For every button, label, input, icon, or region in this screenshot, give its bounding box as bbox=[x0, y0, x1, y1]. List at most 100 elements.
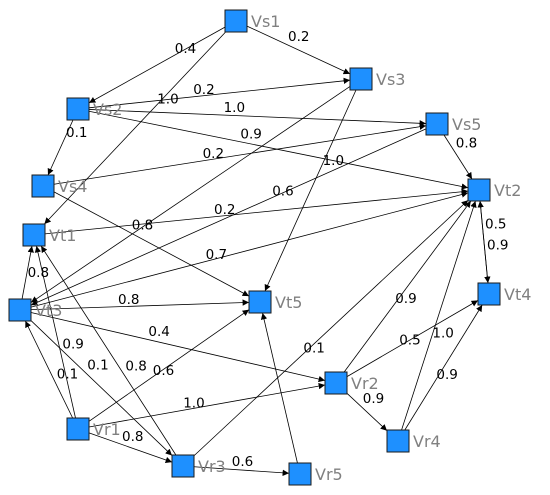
node-label: Vr5 bbox=[315, 465, 343, 484]
node-vr5[interactable]: Vr5 bbox=[288, 462, 343, 486]
edge-vs2-vs5 bbox=[88, 109, 427, 127]
edge-weight-label: 0.2 bbox=[203, 146, 224, 162]
node-label: Vr1 bbox=[93, 420, 121, 439]
edge-vr1-vr3 bbox=[88, 432, 173, 464]
node-box[interactable] bbox=[248, 290, 272, 314]
node-box[interactable] bbox=[66, 417, 90, 441]
edge-weight-label: 0.2 bbox=[214, 202, 235, 218]
edge-vr3-vt1 bbox=[40, 245, 177, 456]
edge-vt1-vt2 bbox=[44, 188, 469, 235]
node-label: Vr4 bbox=[413, 432, 441, 451]
edge-vr1-vt5 bbox=[88, 309, 250, 422]
node-label: Vs1 bbox=[251, 12, 280, 31]
edges-layer bbox=[21, 25, 491, 477]
edge-weight-label: 0.9 bbox=[62, 336, 83, 352]
edge-vr2-vt4 bbox=[346, 300, 479, 377]
node-vr3[interactable]: Vr3 bbox=[171, 454, 226, 478]
edge-weight-label: 0.7 bbox=[206, 247, 227, 263]
edge-vr2-vr4 bbox=[346, 392, 388, 432]
edge-vt3-vt5 bbox=[30, 299, 250, 311]
edge-weight-label: 1.0 bbox=[432, 326, 453, 342]
node-vt5[interactable]: Vt5 bbox=[248, 290, 302, 314]
edge-weight-label: 0.8 bbox=[118, 292, 139, 308]
edge-weight-label: 0.8 bbox=[456, 135, 477, 151]
node-box[interactable] bbox=[22, 223, 46, 247]
node-label: Vs4 bbox=[58, 177, 87, 196]
edge-weight-label: 0.8 bbox=[28, 265, 49, 281]
edge-vs5-vt2 bbox=[443, 134, 473, 180]
node-box[interactable] bbox=[8, 298, 32, 322]
edge-vr2-vt2 bbox=[343, 200, 472, 373]
node-label: Vt1 bbox=[49, 226, 76, 245]
node-box[interactable] bbox=[171, 454, 195, 478]
edge-weight-label: 0.6 bbox=[232, 454, 253, 470]
edge-vr1-vt3 bbox=[25, 320, 73, 419]
node-label: Vs5 bbox=[452, 115, 481, 134]
node-vt1[interactable]: Vt1 bbox=[22, 223, 76, 247]
node-box[interactable] bbox=[349, 67, 373, 91]
node-vr2[interactable]: Vr2 bbox=[324, 371, 379, 395]
edge-vr4-vt4 bbox=[404, 304, 483, 431]
edge-vr4-vt2 bbox=[401, 200, 477, 431]
edge-weight-label: 0.1 bbox=[57, 366, 78, 382]
edge-weight-label: 1.0 bbox=[224, 100, 245, 116]
edge-vt3-vr3 bbox=[30, 320, 173, 456]
node-vs4[interactable]: Vs4 bbox=[31, 174, 87, 198]
node-box[interactable] bbox=[324, 371, 348, 395]
node-vs5[interactable]: Vs5 bbox=[425, 112, 481, 136]
edge-weight-label: 0.9 bbox=[436, 367, 457, 383]
node-box[interactable] bbox=[66, 97, 90, 121]
edge-weight-label: 0.8 bbox=[125, 359, 146, 375]
edge-weight-label: 0.2 bbox=[193, 82, 214, 98]
edge-vt4-vt2 bbox=[477, 200, 489, 284]
node-vs2[interactable]: Vs2 bbox=[66, 97, 122, 121]
node-vt4[interactable]: Vt4 bbox=[477, 282, 531, 306]
node-label: Vt2 bbox=[494, 181, 521, 200]
edge-vs3-vt3 bbox=[30, 86, 351, 303]
edge-weight-label: 1.0 bbox=[323, 153, 344, 169]
edge-weight-label: 0.9 bbox=[487, 237, 508, 253]
node-label: Vr2 bbox=[351, 374, 379, 393]
edge-vs1-vs3 bbox=[246, 25, 351, 75]
node-vs1[interactable]: Vs1 bbox=[224, 9, 280, 33]
edge-vr5-vt5 bbox=[260, 312, 298, 464]
node-box[interactable] bbox=[467, 178, 491, 202]
edge-vt3-vt1 bbox=[21, 245, 34, 300]
node-box[interactable] bbox=[386, 429, 410, 453]
edge-weight-label: 1.0 bbox=[157, 92, 178, 108]
edge-weight-label: 0.2 bbox=[288, 29, 309, 45]
edge-weight-label: 0.9 bbox=[363, 391, 384, 407]
node-label: Vr3 bbox=[198, 457, 226, 476]
edge-weight-label: 0.5 bbox=[399, 332, 420, 348]
edge-vs2-vs4 bbox=[47, 119, 74, 176]
node-vr1[interactable]: Vr1 bbox=[66, 417, 121, 441]
edge-weights-layer: 0.2 0.4 1.0 0.2 1.0 0.1 0.9 1.0 0.2 0.8 0.8 0.6 0.2 0… bbox=[28, 29, 509, 470]
edge-weight-label: 0.1 bbox=[66, 125, 87, 141]
node-vt3[interactable]: Vt3 bbox=[8, 298, 62, 322]
edge-weight-label: 0.6 bbox=[153, 363, 174, 379]
edge-weight-label: 0.9 bbox=[395, 291, 416, 307]
edge-weight-label: 1.0 bbox=[183, 396, 204, 412]
edge-vs5-vt3 bbox=[30, 128, 427, 306]
edge-vs4-vt5 bbox=[53, 191, 250, 297]
edge-vs1-vs2 bbox=[88, 26, 226, 104]
edge-vs2-vt2 bbox=[88, 110, 469, 190]
edge-vs3-vt5 bbox=[264, 89, 357, 292]
edge-weight-label: 0.4 bbox=[175, 41, 196, 57]
node-box[interactable] bbox=[288, 462, 312, 486]
edge-vr1-vt1 bbox=[34, 245, 76, 419]
node-box[interactable] bbox=[224, 9, 248, 33]
node-box[interactable] bbox=[477, 282, 501, 306]
edge-vr3-vt2 bbox=[193, 199, 469, 457]
node-vt2[interactable]: Vt2 bbox=[467, 178, 521, 202]
edge-weight-label: 0.6 bbox=[272, 183, 293, 199]
node-vs3[interactable]: Vs3 bbox=[349, 67, 405, 91]
node-box[interactable] bbox=[31, 174, 55, 198]
edge-vr1-vr2 bbox=[88, 382, 326, 428]
node-box[interactable] bbox=[425, 112, 449, 136]
edge-vt3-vt2 bbox=[30, 191, 469, 308]
node-vr4[interactable]: Vr4 bbox=[386, 429, 441, 453]
edge-weight-label: 0.4 bbox=[148, 324, 169, 340]
